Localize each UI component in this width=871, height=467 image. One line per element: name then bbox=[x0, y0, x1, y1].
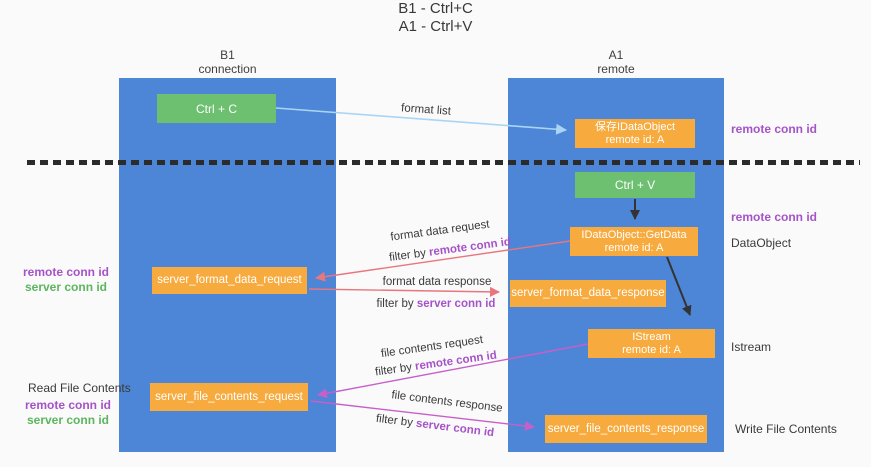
filter-by-text: filter by bbox=[375, 412, 417, 430]
left-conn-id-pair-1: remote conn id server conn id bbox=[20, 265, 112, 295]
right-remote-conn-id-1: remote conn id bbox=[731, 122, 818, 136]
phase-separator-dashed-line bbox=[27, 160, 860, 165]
filter-by-text: filter by bbox=[374, 360, 416, 379]
ctrl-c-node: Ctrl + C bbox=[157, 94, 276, 123]
getdata-line2: remote id: A bbox=[604, 241, 664, 254]
ctrl-v-label: Ctrl + V bbox=[614, 178, 656, 192]
istream-node: IStream remote id: A bbox=[588, 329, 715, 358]
lane-b1-name: B1 bbox=[220, 48, 235, 62]
format-list-label: format list bbox=[400, 102, 452, 118]
format-data-response-arrow bbox=[308, 286, 500, 297]
server-format-data-response-node: server_format_data_response bbox=[510, 280, 666, 307]
left-remote-conn-id-2: remote conn id bbox=[24, 398, 111, 412]
lane-a1-role: remote bbox=[597, 62, 635, 76]
left-server-conn-id-1: server conn id bbox=[24, 280, 108, 294]
getdata-node: IDataObject::GetData remote id: A bbox=[570, 227, 698, 256]
ctrl-c-label: Ctrl + C bbox=[195, 101, 237, 116]
istream-line1: IStream bbox=[632, 330, 671, 343]
left-remote-conn-id-1: remote conn id bbox=[22, 265, 109, 279]
left-server-conn-id-2: server conn id bbox=[26, 413, 110, 427]
filter-by-text: filter by bbox=[376, 298, 417, 310]
format-data-response-label: format data response bbox=[382, 276, 492, 288]
server-file-contents-request-label: server_file_contents_request bbox=[155, 390, 303, 403]
filter-by-text: filter by bbox=[388, 246, 430, 264]
ctrl-v-node: Ctrl + V bbox=[575, 172, 695, 198]
diagram-title: B1 - Ctrl+C A1 - Ctrl+V bbox=[0, 0, 871, 36]
getdata-line1: IDataObject::GetData bbox=[581, 228, 687, 241]
left-conn-id-pair-2: remote conn id server conn id bbox=[22, 398, 114, 428]
filter-key-remote-conn-id: remote conn id bbox=[428, 236, 512, 259]
format-data-response-filter-label: filter by server conn id bbox=[377, 298, 496, 310]
lane-a1-name: A1 bbox=[608, 48, 624, 62]
save-dataobject-line2: remote id: A bbox=[605, 133, 665, 146]
istream-line2: remote id: A bbox=[622, 343, 681, 356]
title-line-2: A1 - Ctrl+V bbox=[398, 18, 473, 35]
filter-key-server-conn-id: server conn id bbox=[415, 417, 495, 440]
left-read-file-contents-label: Read File Contents bbox=[28, 381, 131, 395]
right-write-file-contents-label: Write File Contents bbox=[735, 422, 837, 436]
server-format-data-request-label: server_format_data_request bbox=[157, 274, 302, 286]
lane-header-b1: B1 connection bbox=[119, 48, 336, 76]
save-dataobject-line1: 保存IDataObject bbox=[594, 120, 676, 133]
right-istream-label: Istream bbox=[731, 340, 772, 354]
server-format-data-request-node: server_format_data_request bbox=[152, 267, 307, 294]
save-dataobject-node: 保存IDataObject remote id: A bbox=[575, 119, 695, 148]
lane-header-a1: A1 remote bbox=[508, 48, 724, 76]
server-file-contents-response-label: server_file_contents_response bbox=[547, 422, 705, 435]
server-file-contents-request-node: server_file_contents_request bbox=[150, 383, 308, 411]
right-remote-conn-id-2: remote conn id bbox=[731, 210, 818, 224]
file-contents-response-filter-label: filter by server conn id bbox=[375, 413, 494, 439]
title-line-1: B1 - Ctrl+C bbox=[398, 0, 473, 17]
server-format-data-response-label: server_format_data_response bbox=[511, 287, 665, 299]
lane-b1-role: connection bbox=[198, 62, 257, 76]
file-contents-response-label: file contents response bbox=[390, 389, 504, 415]
right-dataobject-label: DataObject bbox=[731, 236, 792, 250]
filter-key-server-conn-id: server conn id bbox=[416, 298, 496, 310]
server-file-contents-response-node: server_file_contents_response bbox=[545, 415, 707, 443]
